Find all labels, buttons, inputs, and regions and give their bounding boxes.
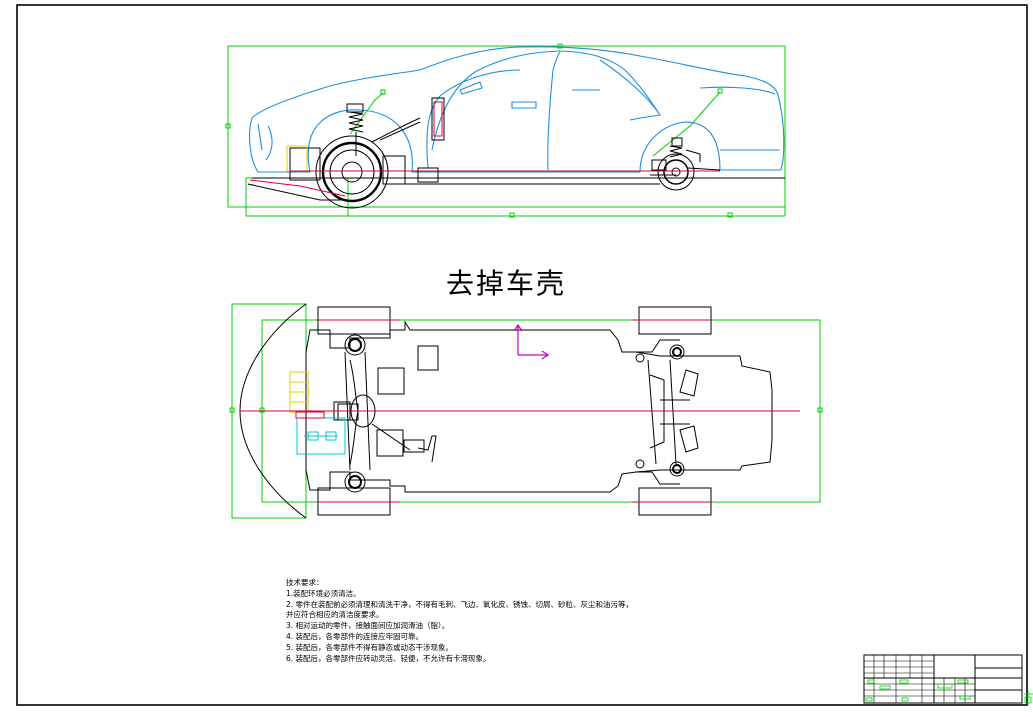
- side-rear-wheel: [651, 137, 721, 191]
- side-chassis: [247, 147, 785, 201]
- note-item: 并应符合相应的清洁度要求。: [286, 610, 384, 620]
- battery: [296, 417, 346, 455]
- note-item: 3. 相对运动的零件，接触面间应加润滑油（脂）。: [286, 621, 450, 631]
- top-view: [229, 303, 823, 519]
- car-body-outline: [249, 46, 785, 173]
- ucs-axis-icon: [513, 323, 550, 360]
- technical-requirements: 技术要求： 1.装配环境必须清洁。 2. 零件在装配前必须清理和清洗干净，不得有…: [286, 578, 633, 664]
- front-suspension: [333, 334, 439, 493]
- sheet-border: [16, 4, 1028, 706]
- title-block: [863, 654, 1033, 705]
- note-item: 2. 零件在装配前必须清理和清洗干净，不得有毛刺、飞边、氧化皮、锈蚀、切屑、砂粒…: [286, 599, 634, 609]
- side-view: [225, 43, 786, 218]
- page-title: 去掉车壳: [446, 267, 567, 300]
- fuse-box: [289, 371, 309, 413]
- side-front-strut: [346, 97, 445, 156]
- note-item: 5. 装配后，各零部件不得有静态或动态干涉现象。: [286, 642, 454, 652]
- rear-suspension: [635, 339, 699, 485]
- note-item: 6. 装配后，各零部件应转动灵活、轻便，不允许有卡滞现象。: [286, 653, 491, 663]
- note-item: 1.装配环境必须清洁。: [286, 588, 361, 598]
- side-front-wheel: [315, 135, 389, 209]
- note-item: 4. 装配后，各零部件的连接应牢固可靠。: [286, 631, 424, 641]
- frame-outline: [305, 320, 773, 493]
- notes-heading: 技术要求：: [286, 578, 324, 587]
